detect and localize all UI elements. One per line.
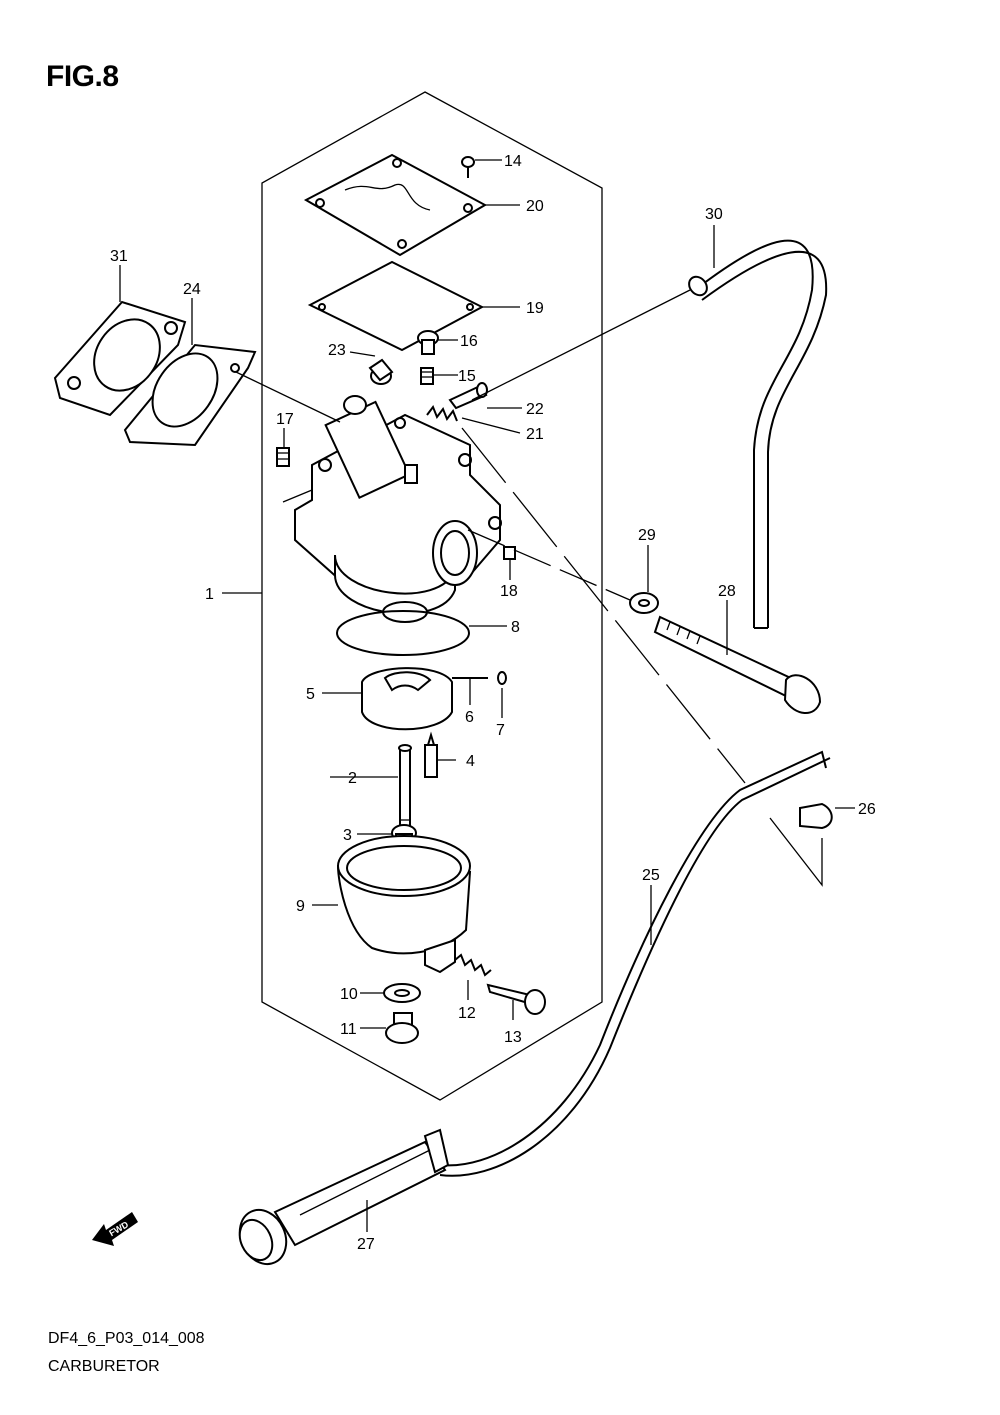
callout-15: 15 [458, 368, 476, 385]
part-28-bolt [653, 615, 822, 714]
part-18-screw [503, 546, 516, 560]
leader-lines [119, 159, 855, 1232]
part-1-carburetor-body [294, 367, 502, 623]
part-17-jet [276, 447, 290, 467]
callout-10: 10 [340, 986, 358, 1003]
diagram-title: CARBURETOR [48, 1358, 160, 1375]
part-20-plate [303, 153, 488, 257]
callout-28: 28 [718, 583, 736, 600]
callout-26: 26 [858, 801, 876, 818]
part-5-float [361, 667, 453, 731]
callout-18: 18 [500, 583, 518, 600]
part-11-drain-screw [385, 1012, 419, 1044]
part-26-clip [799, 802, 833, 830]
part-30-hose [688, 239, 828, 629]
callout-24: 24 [183, 281, 201, 298]
callout-25: 25 [642, 867, 660, 884]
callout-5: 5 [306, 686, 315, 703]
callout-12: 12 [458, 1005, 476, 1022]
part-10-washer [383, 983, 421, 1003]
part-24-gasket [123, 343, 257, 447]
callout-4: 4 [466, 753, 475, 770]
callout-9: 9 [296, 898, 305, 915]
fwd-arrow-icon: FWD [92, 1212, 138, 1246]
callout-19: 19 [526, 300, 544, 317]
part-31-insulator [53, 300, 187, 417]
callout-7: 7 [496, 722, 505, 739]
part-25-rod [439, 750, 827, 1167]
callout-17: 17 [276, 411, 294, 428]
callout-31: 31 [110, 248, 128, 265]
part-12-spring [454, 953, 492, 977]
callout-27: 27 [357, 1236, 375, 1253]
callout-14: 14 [504, 153, 522, 170]
part-19-gasket [307, 260, 485, 352]
callout-29: 29 [638, 527, 656, 544]
callout-13: 13 [504, 1029, 522, 1046]
part-4-needle-valve [424, 731, 438, 778]
callout-8: 8 [511, 619, 520, 636]
callout-3: 3 [343, 827, 352, 844]
part-7-clip [497, 671, 507, 686]
callout-21: 21 [526, 426, 544, 443]
callout-30: 30 [705, 206, 723, 223]
part-25-rod-edge [439, 757, 831, 1177]
figure-title: FIG.8 [46, 60, 119, 93]
part-29-washer [629, 592, 659, 614]
part-21-spring [426, 404, 458, 422]
part-23-link [368, 358, 394, 382]
part-13-screw [486, 983, 546, 1015]
callout-11: 11 [340, 1021, 357, 1038]
callout-20: 20 [526, 198, 544, 215]
part-9-float-bowl [336, 835, 472, 974]
part-27-knob [238, 1128, 450, 1266]
part-8-oring [336, 610, 470, 656]
callout-23: 23 [328, 342, 346, 359]
diagram-code: DF4_6_P03_014_008 [48, 1330, 205, 1347]
callout-16: 16 [460, 333, 478, 350]
callout-6: 6 [465, 709, 474, 726]
callout-1: 1 [205, 586, 214, 603]
assembly-frame [261, 91, 603, 1101]
part-16-screw [417, 330, 439, 355]
part-14-screw [461, 156, 475, 178]
callout-22: 22 [526, 401, 544, 418]
part-15-setscrew [420, 367, 434, 385]
callout-2: 2 [348, 770, 357, 787]
